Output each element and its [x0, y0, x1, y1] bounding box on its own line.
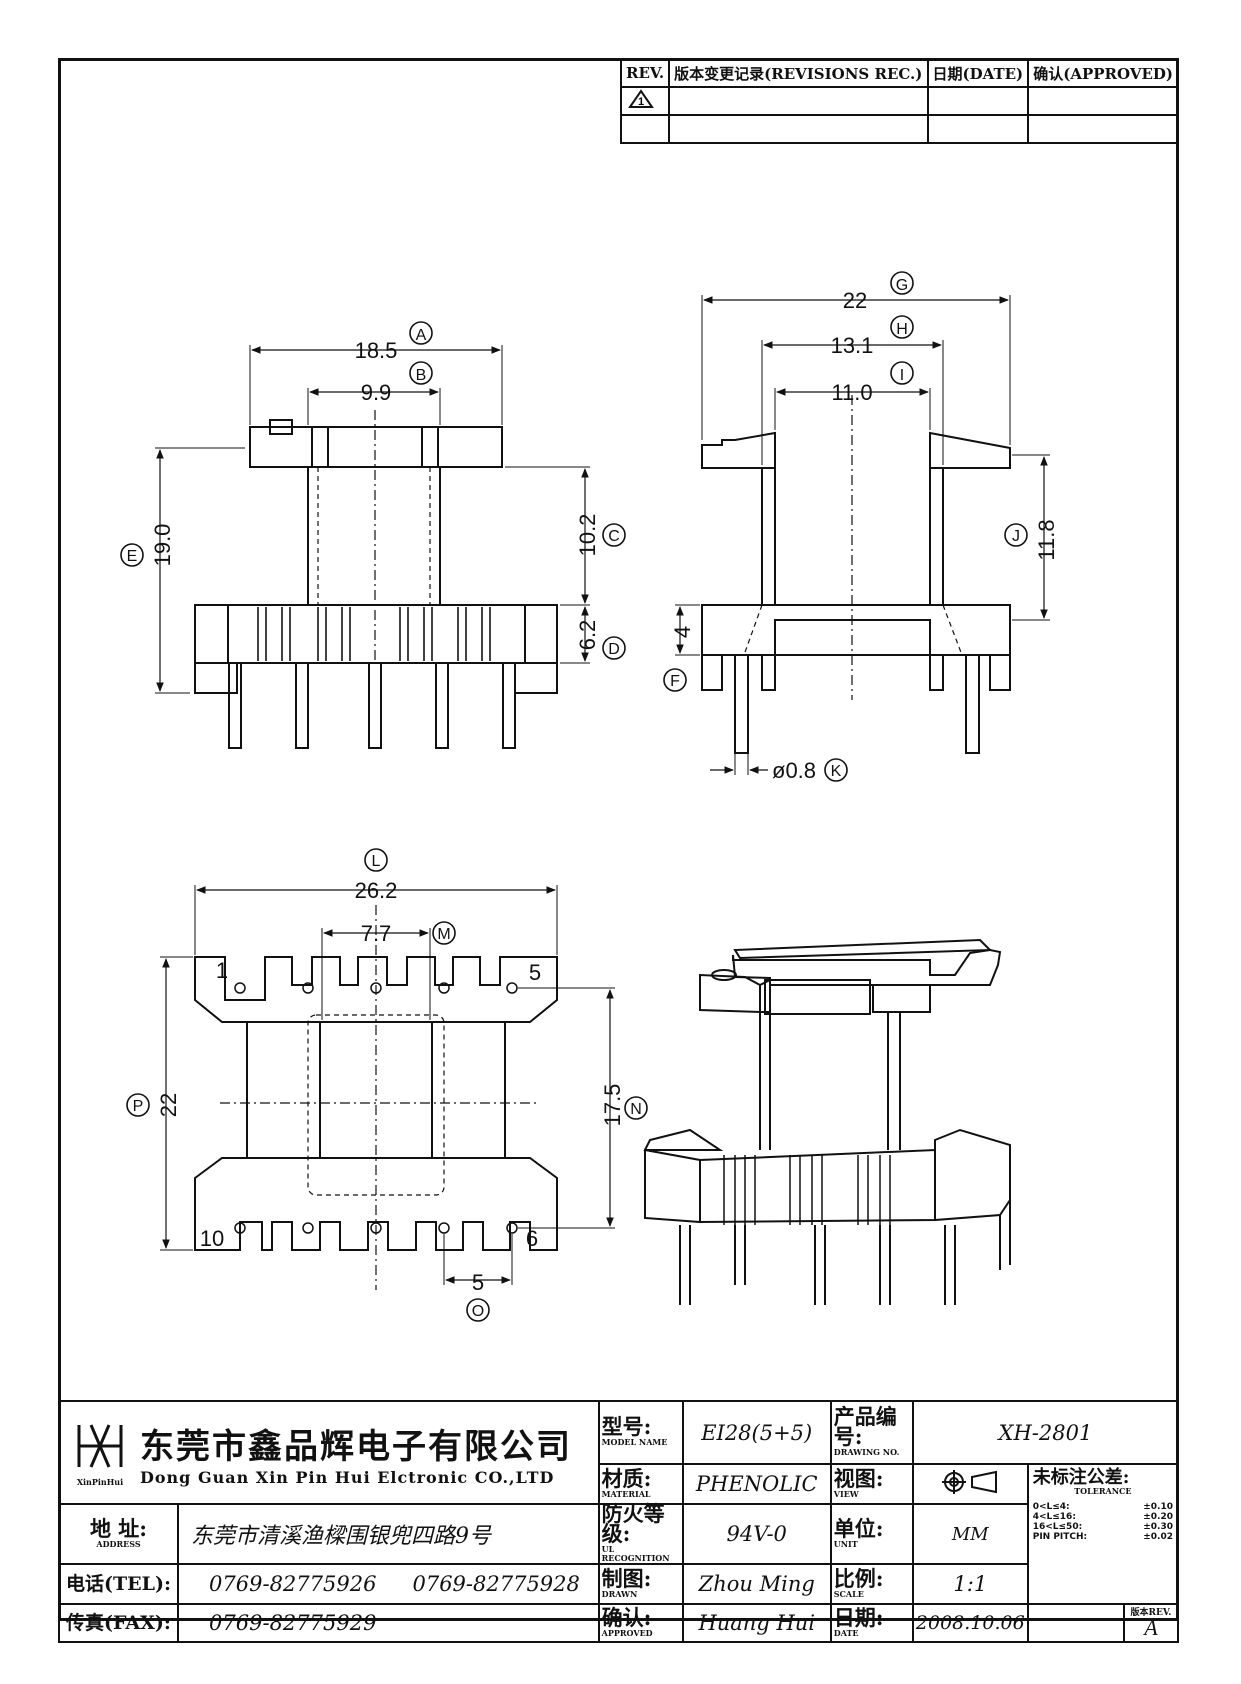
revision-table: REV. 版本变更记录(REVISIONS REC.) 日期(DATE) 确认(… — [619, 58, 1179, 144]
dim-h-letter: H — [896, 321, 908, 338]
tel-label: 电话(TEL): — [57, 1563, 180, 1605]
pin-label-5: 5 — [529, 960, 541, 985]
dim-a-letter: A — [416, 327, 427, 344]
rev-value: A — [1144, 1615, 1158, 1640]
dim-c-letter: C — [608, 528, 620, 545]
dim-l-value: 26.2 — [355, 878, 398, 903]
pin-label-10: 10 — [200, 1226, 224, 1251]
logo-text: XinPinHui — [76, 1476, 124, 1487]
tolerance-value: ±0.30 — [1143, 1522, 1173, 1532]
ul-label-cell: 防火等级:UL RECOGNITION — [597, 1503, 684, 1565]
pin-label-1: 1 — [216, 958, 228, 983]
tolerance-value: ±0.02 — [1143, 1532, 1173, 1542]
revision-date-header: 日期(DATE) — [926, 58, 1030, 88]
view-label-cell: 视图:VIEW — [829, 1463, 914, 1505]
approved-value: Huang Hui — [681, 1603, 832, 1643]
rev-label: 版本REV. — [1130, 1608, 1172, 1618]
dim-j-letter: J — [1012, 528, 1020, 545]
dim-g-value: 22 — [843, 288, 867, 313]
unit-label-cell: 单位:UNIT — [829, 1503, 914, 1565]
scale-value: 1:1 — [911, 1563, 1029, 1605]
dim-h-value: 13.1 — [831, 333, 874, 358]
company-logo: XinPinHui — [70, 1419, 130, 1487]
dim-n-letter: N — [630, 1101, 642, 1118]
tolerance-value: ±0.20 — [1143, 1512, 1173, 1522]
date-label-cell: 日期:DATE — [829, 1603, 914, 1643]
tolerance-sub: TOLERANCE — [1074, 1486, 1132, 1496]
tolerance-range: 0<L≤4: — [1032, 1502, 1070, 1512]
tolerance-cell: 未标注公差: TOLERANCE 0<L≤4: ±0.10 4<L≤16: ±0.2… — [1026, 1463, 1180, 1605]
dim-l-letter: L — [372, 853, 381, 870]
company-cell: XinPinHui 东莞市鑫品辉电子有限公司 Dong Guan Xin Pin… — [58, 1400, 600, 1505]
fax-label: 传真(FAX): — [57, 1603, 180, 1643]
dim-a-value: 18.5 — [355, 338, 398, 363]
dim-m-letter: M — [437, 926, 450, 943]
date-value: 2008.10.06 — [911, 1603, 1029, 1643]
material-label-cell: 材质:MATERIAL — [597, 1463, 684, 1505]
dim-b-value: 9.9 — [361, 380, 392, 405]
approved-label-cell: 确认:APPROVED — [597, 1603, 684, 1643]
drawing-no-value: XH-2801 — [911, 1400, 1180, 1465]
dim-k-value: ø0.8 — [772, 758, 816, 783]
tolerance-value: ±0.10 — [1143, 1502, 1173, 1512]
dim-c-value: 10.2 — [575, 514, 600, 557]
tel-2: 0769-82775928 — [412, 1572, 580, 1596]
dim-k-letter: K — [831, 763, 842, 780]
dim-p-letter: P — [133, 1098, 144, 1115]
front-view — [155, 345, 590, 749]
model-value: EI28(5+5) — [681, 1400, 832, 1465]
rev-cell: 版本REV. A — [1026, 1603, 1180, 1643]
address-label-cell: 地 址:ADDRESS — [57, 1503, 180, 1565]
drawn-label-cell: 制图:DRAWN — [597, 1563, 684, 1605]
dim-m-value: 7.7 — [361, 921, 392, 946]
material-value: PHENOLIC — [681, 1463, 832, 1505]
unit-value: MM — [911, 1503, 1029, 1565]
tel-1: 0769-82775926 — [209, 1572, 377, 1596]
company-name-cn: 东莞市鑫品辉电子有限公司 — [140, 1426, 572, 1467]
tel-values: 0769-82775926 0769-82775928 — [177, 1563, 600, 1605]
projection-symbol-icon — [911, 1463, 1029, 1505]
dim-b-letter: B — [416, 367, 427, 384]
dim-n-value: 17.5 — [600, 1084, 625, 1127]
technical-drawing: 18.5 A 9.9 B 10.2 C 6.2 D 19.0 E 22 G 13… — [120, 271, 1059, 1322]
dim-o-letter: O — [472, 1303, 484, 1320]
rev-header: REV. — [619, 58, 671, 88]
tolerance-title: 未标注公差: — [1032, 1467, 1130, 1488]
model-label-cell: 型号:MODEL NAME — [597, 1400, 684, 1465]
revision-symbol: 1 — [638, 96, 644, 108]
revision-record-header: 版本变更记录(REVISIONS REC.) — [668, 58, 929, 88]
revision-approved-header: 确认(APPROVED) — [1027, 58, 1179, 88]
dim-e-value: 19.0 — [150, 524, 175, 567]
tolerance-range: PIN PITCH: — [1032, 1532, 1088, 1542]
drawn-value: Zhou Ming — [681, 1563, 832, 1605]
dim-d-letter: D — [608, 641, 620, 658]
dim-i-value: 11.0 — [831, 380, 872, 405]
dim-e-letter: E — [127, 548, 138, 565]
dim-i-letter: I — [900, 367, 904, 384]
tolerance-range: 4<L≤16: — [1032, 1512, 1076, 1522]
dim-p-value: 22 — [156, 1093, 181, 1117]
dim-f-value: 4 — [670, 626, 695, 638]
tolerance-range: 16<L≤50: — [1032, 1522, 1083, 1532]
dim-d-value: 6.2 — [575, 620, 600, 651]
fax-value: 0769-82775929 — [177, 1603, 600, 1643]
ul-value: 94V-0 — [681, 1503, 832, 1565]
address-value: 东莞市清溪渔樑围银兜四路9号 — [177, 1503, 600, 1565]
side-view — [675, 295, 1050, 775]
title-block: XinPinHui 东莞市鑫品辉电子有限公司 Dong Guan Xin Pin… — [57, 1400, 1180, 1643]
scale-label-cell: 比例:SCALE — [829, 1563, 914, 1605]
revision-triangle-icon: 1 — [619, 86, 671, 116]
dim-j-value: 11.8 — [1034, 519, 1059, 560]
drawing-no-label-cell: 产品编号:DRAWING NO. — [829, 1400, 914, 1465]
bottom-view — [160, 885, 615, 1290]
dim-g-letter: G — [896, 277, 908, 294]
dim-o-value: 5 — [472, 1270, 484, 1295]
pin-label-6: 6 — [526, 1226, 538, 1251]
dim-f-letter: F — [670, 673, 680, 690]
company-name-en: Dong Guan Xin Pin Hui Elctronic CO.,LTD — [140, 1467, 555, 1487]
isometric-view — [643, 938, 1011, 1305]
